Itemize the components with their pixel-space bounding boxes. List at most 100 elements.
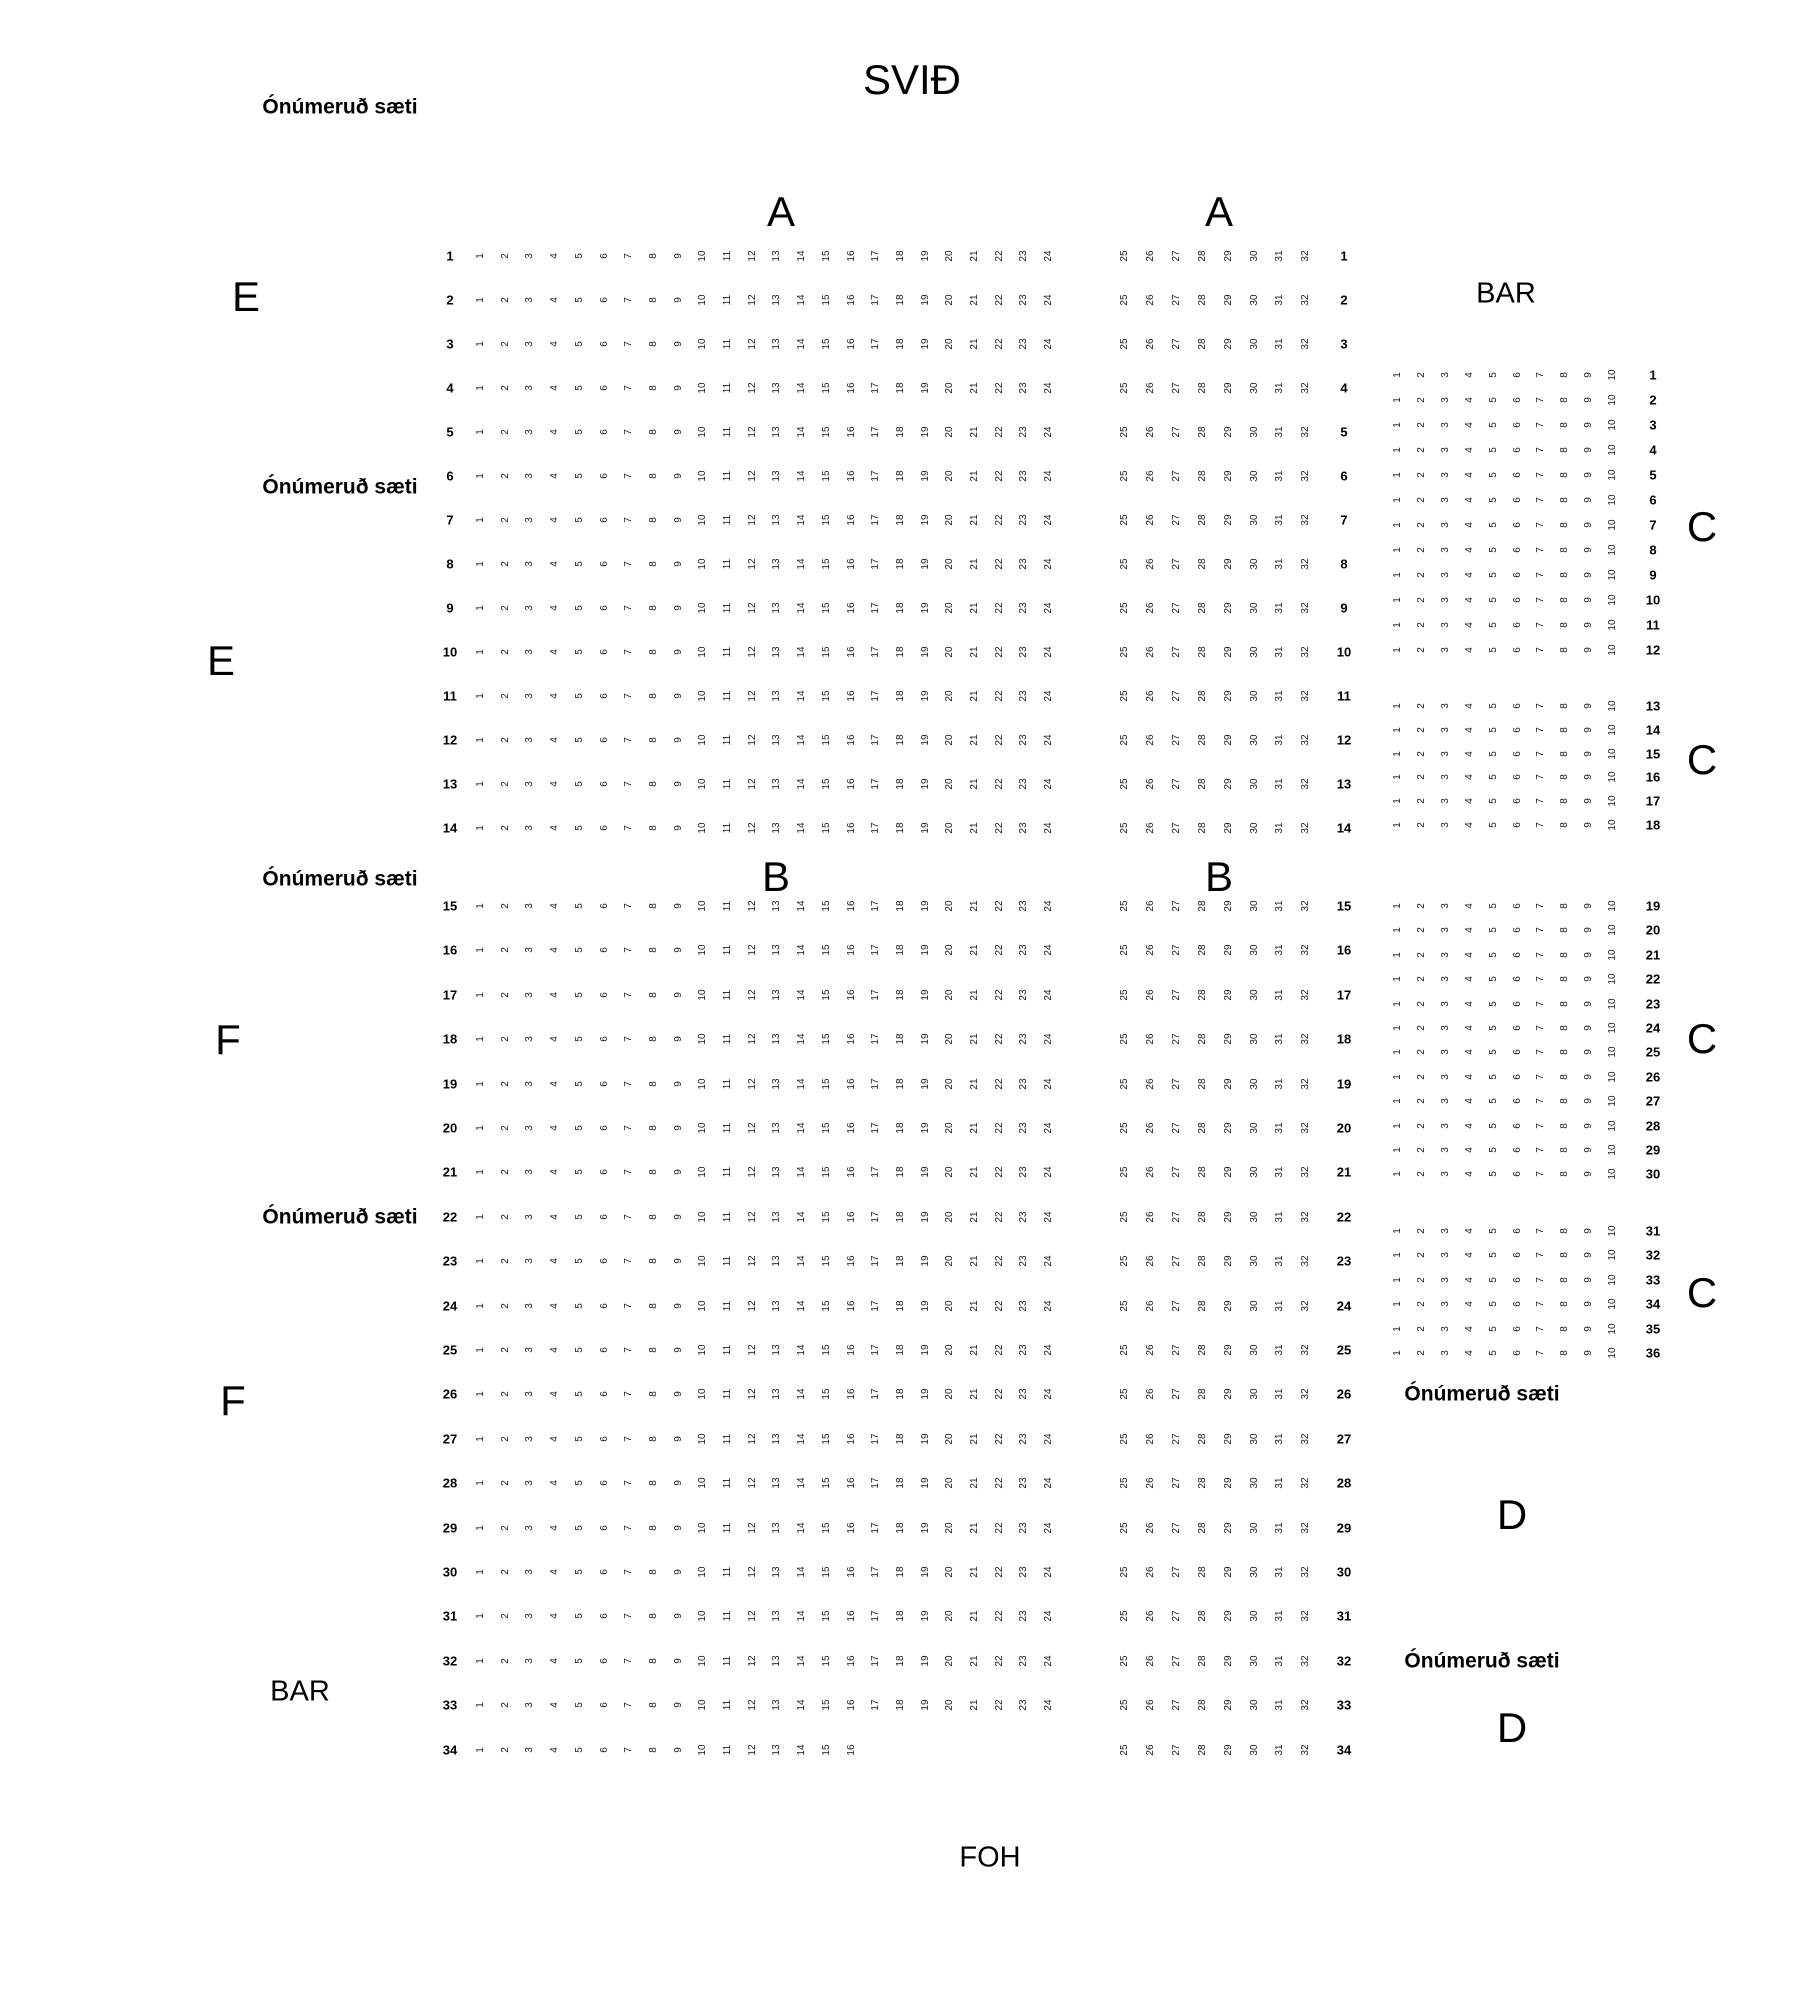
seat-number[interactable]: 17 <box>870 778 882 790</box>
seat-number[interactable]: 19 <box>919 1255 931 1267</box>
seat-number[interactable]: 23 <box>1018 1122 1030 1134</box>
seat-number[interactable]: 8 <box>1559 976 1571 982</box>
seat-number[interactable]: 26 <box>1144 470 1156 482</box>
seat-number[interactable]: 26 <box>1144 1122 1156 1134</box>
seat-number[interactable]: 18 <box>894 690 906 702</box>
seat-number[interactable]: 28 <box>1196 294 1208 306</box>
seat-number[interactable]: 14 <box>796 944 808 956</box>
seat-number[interactable]: 2 <box>499 1391 511 1398</box>
seat-number[interactable]: 13 <box>771 1522 783 1534</box>
seat-number[interactable]: 31 <box>1274 1388 1286 1400</box>
seat-number[interactable]: 11 <box>722 646 733 658</box>
seat-number[interactable]: 7 <box>623 605 635 611</box>
seat-number[interactable]: 18 <box>894 558 906 570</box>
seat-number[interactable]: 9 <box>1583 522 1595 528</box>
seat-number[interactable]: 17 <box>870 1300 882 1312</box>
seat-number[interactable]: 18 <box>894 294 906 306</box>
seat-number[interactable]: 1 <box>1392 1049 1403 1056</box>
seat-number[interactable]: 14 <box>796 1699 808 1711</box>
seat-number[interactable]: 10 <box>697 514 709 526</box>
seat-number[interactable]: 8 <box>1559 597 1571 603</box>
seat-number[interactable]: 10 <box>697 1433 709 1445</box>
seat-number[interactable]: 25 <box>1119 989 1130 1001</box>
seat-number[interactable]: 5 <box>573 947 585 954</box>
seat-number[interactable]: 26 <box>1144 900 1156 912</box>
seat-number[interactable]: 24 <box>1043 294 1055 306</box>
seat-number[interactable]: 9 <box>672 605 684 611</box>
seat-number[interactable]: 10 <box>1607 1249 1619 1261</box>
seat-number[interactable]: 18 <box>894 514 906 526</box>
seat-number[interactable]: 17 <box>870 822 882 834</box>
seat-number[interactable]: 14 <box>796 1211 808 1223</box>
seat-number[interactable]: 9 <box>672 1036 684 1042</box>
seat-number[interactable]: 1 <box>1392 927 1403 934</box>
seat-number[interactable]: 18 <box>894 426 906 438</box>
seat-number[interactable]: 20 <box>944 1610 956 1622</box>
seat-number[interactable]: 15 <box>820 989 832 1001</box>
seat-number[interactable]: 22 <box>993 1610 1005 1622</box>
seat-number[interactable]: 6 <box>1511 572 1523 578</box>
seat-number[interactable]: 32 <box>1300 1477 1312 1489</box>
seat-number[interactable]: 20 <box>944 1566 956 1578</box>
seat-number[interactable]: 9 <box>1583 798 1595 804</box>
seat-number[interactable]: 10 <box>697 822 709 834</box>
seat-number[interactable]: 27 <box>1170 1388 1182 1400</box>
seat-number[interactable]: 20 <box>944 514 956 526</box>
seat-number[interactable]: 27 <box>1170 514 1182 526</box>
seat-number[interactable]: 9 <box>1583 976 1595 982</box>
seat-number[interactable]: 3 <box>524 297 536 303</box>
seat-number[interactable]: 31 <box>1274 338 1286 350</box>
seat-number[interactable]: 26 <box>1144 250 1156 262</box>
seat-number[interactable]: 6 <box>598 1569 610 1575</box>
seat-number[interactable]: 29 <box>1222 338 1234 350</box>
seat-number[interactable]: 4 <box>1463 372 1475 378</box>
seat-number[interactable]: 30 <box>1248 778 1260 790</box>
seat-number[interactable]: 1 <box>1392 727 1403 733</box>
seat-number[interactable]: 20 <box>944 778 956 790</box>
seat-number[interactable]: 4 <box>1463 647 1475 653</box>
seat-number[interactable]: 3 <box>1439 1350 1451 1356</box>
seat-number[interactable]: 11 <box>722 1078 733 1089</box>
seat-number[interactable]: 24 <box>1043 1033 1055 1045</box>
seat-number[interactable]: 18 <box>894 338 906 350</box>
seat-number[interactable]: 13 <box>771 382 783 394</box>
seat-number[interactable]: 12 <box>746 602 758 614</box>
seat-number[interactable]: 16 <box>845 1433 857 1445</box>
seat-number[interactable]: 27 <box>1170 1300 1182 1312</box>
seat-number[interactable]: 17 <box>870 1078 882 1090</box>
seat-number[interactable]: 19 <box>919 382 931 394</box>
seat-number[interactable]: 2 <box>499 1080 511 1087</box>
seat-number[interactable]: 1 <box>1392 798 1403 804</box>
seat-number[interactable]: 1 <box>1392 1147 1403 1153</box>
seat-number[interactable]: 6 <box>598 992 610 998</box>
seat-number[interactable]: 3 <box>1439 372 1451 378</box>
seat-number[interactable]: 4 <box>1463 1325 1475 1332</box>
seat-number[interactable]: 18 <box>894 1300 906 1312</box>
seat-number[interactable]: 27 <box>1170 646 1182 658</box>
seat-number[interactable]: 3 <box>524 341 536 347</box>
seat-number[interactable]: 30 <box>1248 294 1260 306</box>
seat-number[interactable]: 3 <box>524 253 536 259</box>
seat-number[interactable]: 1 <box>1392 572 1403 578</box>
seat-number[interactable]: 1 <box>1392 1301 1403 1307</box>
seat-number[interactable]: 2 <box>1415 1074 1427 1080</box>
seat-number[interactable]: 14 <box>796 900 808 912</box>
seat-number[interactable]: 19 <box>919 690 931 702</box>
seat-number[interactable]: 9 <box>1583 622 1595 628</box>
seat-number[interactable]: 3 <box>1439 597 1451 603</box>
seat-number[interactable]: 3 <box>524 1080 536 1087</box>
seat-number[interactable]: 21 <box>969 382 980 394</box>
seat-number[interactable]: 17 <box>870 646 882 658</box>
seat-number[interactable]: 10 <box>697 989 709 1001</box>
seat-number[interactable]: 7 <box>1535 822 1547 828</box>
seat-number[interactable]: 25 <box>1119 734 1130 746</box>
seat-number[interactable]: 22 <box>993 690 1005 702</box>
seat-number[interactable]: 9 <box>672 1214 684 1220</box>
seat-number[interactable]: 7 <box>1535 774 1547 781</box>
seat-number[interactable]: 31 <box>1274 250 1286 262</box>
seat-number[interactable]: 25 <box>1119 1078 1130 1090</box>
seat-number[interactable]: 28 <box>1196 470 1208 482</box>
seat-number[interactable]: 3 <box>1439 1049 1451 1056</box>
seat-number[interactable]: 2 <box>499 253 511 259</box>
seat-number[interactable]: 9 <box>1583 1147 1595 1153</box>
